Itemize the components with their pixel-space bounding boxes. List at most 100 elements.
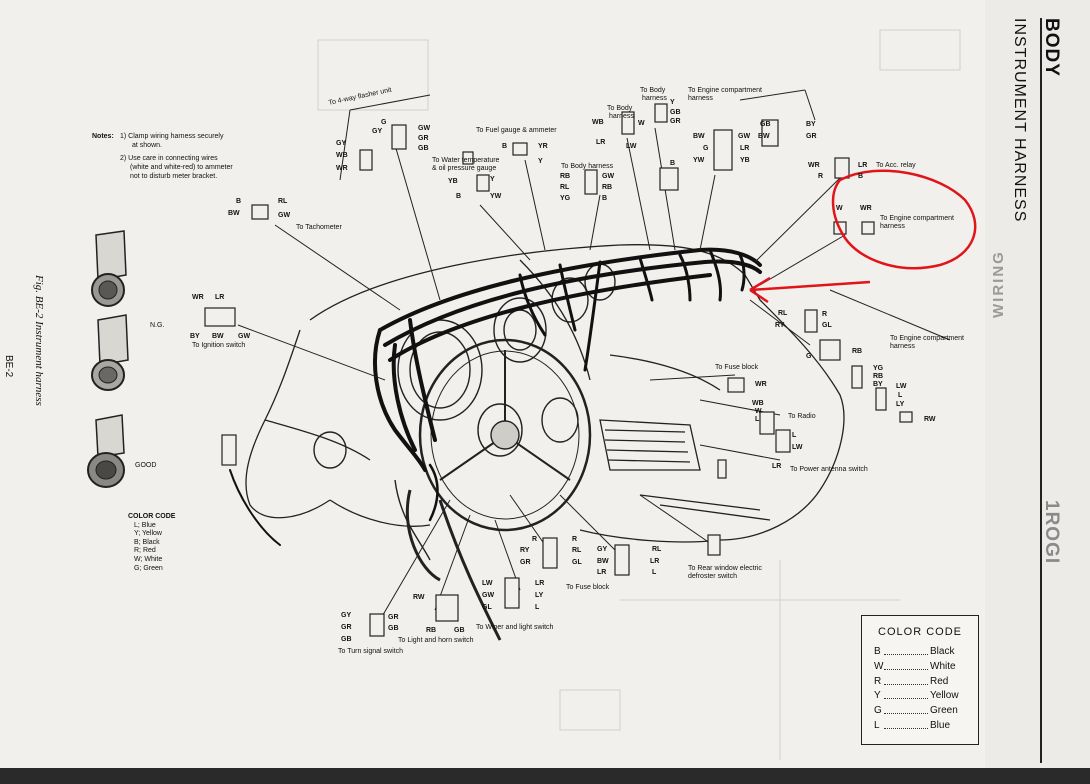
callout-body-3: To Body harness bbox=[561, 163, 614, 170]
callout-acc-relay: To Acc. relay bbox=[876, 162, 916, 169]
wire-code: WR bbox=[192, 294, 204, 301]
wire-code: LW bbox=[896, 383, 907, 390]
connectors bbox=[204, 103, 913, 637]
wire-code: WB bbox=[336, 152, 348, 159]
callout-engine-2b: harness bbox=[880, 223, 905, 230]
wire-code: LW bbox=[482, 580, 493, 587]
callout-wiper: To Wiper and light switch bbox=[476, 624, 554, 631]
harness-bundle bbox=[229, 247, 762, 546]
wire-code: GR bbox=[418, 135, 429, 142]
small-cc-row: B; Black bbox=[134, 538, 160, 546]
note-2c: not to disturb meter bracket. bbox=[130, 173, 218, 180]
wire-code: R bbox=[822, 311, 828, 318]
dashboard-outline bbox=[245, 244, 845, 543]
callout-light-horn: To Light and horn switch bbox=[398, 637, 474, 644]
wire-code: BW bbox=[212, 333, 224, 340]
wire-code: YB bbox=[448, 178, 458, 185]
wire-code: RL bbox=[778, 310, 788, 317]
callout-body-1: To Body bbox=[640, 87, 666, 94]
color-code-key: L bbox=[874, 720, 880, 731]
color-code-value: Blue bbox=[930, 720, 951, 731]
wire-code: GB bbox=[341, 636, 352, 643]
wire-code: LR bbox=[596, 139, 606, 146]
wire-code: LR bbox=[772, 463, 782, 470]
callout-rear-window-2: defroster switch bbox=[688, 573, 738, 580]
wire-code: GW bbox=[238, 333, 251, 340]
wire-code: GR bbox=[670, 118, 681, 125]
wire-code: LR bbox=[858, 162, 868, 169]
small-cc-row: R; Red bbox=[134, 547, 156, 555]
color-code-value: Green bbox=[930, 705, 958, 716]
color-code-key: G bbox=[874, 705, 882, 716]
header-divider bbox=[1040, 18, 1042, 763]
callout-rear-window: To Rear window electric bbox=[688, 565, 762, 572]
wire-code: GR bbox=[388, 614, 399, 621]
wire-code: G bbox=[703, 145, 709, 152]
color-code-key: B bbox=[874, 646, 881, 657]
wire-code: GB bbox=[760, 121, 771, 128]
note-1b: at shown. bbox=[132, 142, 162, 149]
wire-code: B bbox=[236, 198, 242, 205]
wire-code: G bbox=[381, 119, 387, 126]
wire-code: YR bbox=[538, 143, 548, 150]
callout-antenna: To Power antenna switch bbox=[790, 466, 868, 473]
color-code-value: Red bbox=[930, 676, 949, 687]
clamp-ng-label: N.G. bbox=[150, 322, 165, 329]
small-cc-row: W; White bbox=[134, 555, 163, 563]
wire-code: LR bbox=[215, 294, 225, 301]
wire-code: GY bbox=[597, 546, 608, 553]
callout-fuse-1: To Fuse block bbox=[715, 364, 759, 371]
wire-code: WB bbox=[752, 400, 764, 407]
wire-code: BW bbox=[693, 133, 705, 140]
wire-code: WR bbox=[808, 162, 820, 169]
wire-code: GY bbox=[341, 612, 352, 619]
wire-code: GW bbox=[278, 212, 291, 219]
clamp-illustrations bbox=[87, 230, 129, 488]
note-2: 2) Use care in connecting wires bbox=[120, 155, 218, 162]
note-1: 1) Clamp wiring harness securely bbox=[120, 133, 224, 140]
gauges-steering bbox=[313, 263, 616, 641]
callout-turn-signal: To Turn signal switch bbox=[338, 648, 403, 655]
small-color-code: COLOR CODE L; Blue Y; Yellow B; Black R;… bbox=[128, 513, 175, 573]
callout-engine-1b: harness bbox=[688, 95, 713, 102]
wire-code: LR bbox=[535, 580, 545, 587]
wire-code: Y bbox=[538, 158, 543, 165]
wire-code: GW bbox=[418, 125, 431, 132]
color-code-key: W bbox=[874, 661, 884, 672]
wire-code: GB bbox=[670, 109, 681, 116]
wire-code: L bbox=[755, 416, 760, 423]
callout-radio: To Radio bbox=[788, 413, 816, 420]
red-annotation bbox=[749, 169, 977, 304]
wire-code: G bbox=[806, 353, 812, 360]
wire-code: RL bbox=[572, 547, 582, 554]
wire-code: B bbox=[858, 173, 864, 180]
wire-code: YW bbox=[693, 157, 705, 164]
wire-code: GW bbox=[602, 173, 615, 180]
wire-code: GL bbox=[822, 322, 832, 329]
wire-code: RW bbox=[924, 416, 936, 423]
wire-code: GY bbox=[372, 128, 383, 135]
color-code-key: Y bbox=[874, 690, 881, 701]
small-color-code-title: COLOR CODE bbox=[128, 513, 176, 520]
small-cc-row: G; Green bbox=[134, 564, 163, 572]
wire-code: YW bbox=[490, 193, 502, 200]
notes-heading: Notes: bbox=[92, 133, 114, 140]
wire-code: LY bbox=[535, 592, 544, 599]
wire-code: GR bbox=[341, 624, 352, 631]
color-code-key: R bbox=[874, 676, 882, 687]
wire-code: RB bbox=[426, 627, 437, 634]
wire-code: YB bbox=[740, 157, 750, 164]
wire-code: B bbox=[502, 143, 508, 150]
wire-code: GL bbox=[572, 559, 582, 566]
small-cc-row: Y; Yellow bbox=[134, 530, 162, 538]
callout-engine-1: To Engine compartment bbox=[688, 87, 762, 94]
wire-code: R bbox=[572, 536, 578, 543]
color-code-title: COLOR CODE bbox=[878, 626, 962, 638]
wire-code: RB bbox=[560, 173, 571, 180]
bleed-through bbox=[317, 29, 961, 760]
wire-code: BW bbox=[758, 133, 770, 140]
wire-code: WB bbox=[592, 119, 604, 126]
wire-code: RB bbox=[602, 184, 613, 191]
